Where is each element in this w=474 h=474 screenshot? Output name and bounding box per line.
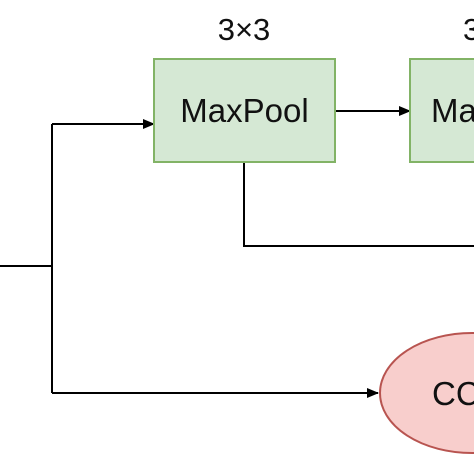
maxpool-1-box <box>153 58 336 163</box>
maxpool-2-box <box>409 58 474 163</box>
concat-ellipse <box>379 332 474 454</box>
skip-branch-line <box>243 162 474 247</box>
concat-label: CC <box>432 375 474 412</box>
maxpool-1-label: MaxPool <box>180 92 308 129</box>
maxpool-2-label: Ma <box>431 92 474 129</box>
kernel-size-label-2: 3 <box>463 12 474 47</box>
kernel-size-label-1: 3×3 <box>218 12 271 47</box>
